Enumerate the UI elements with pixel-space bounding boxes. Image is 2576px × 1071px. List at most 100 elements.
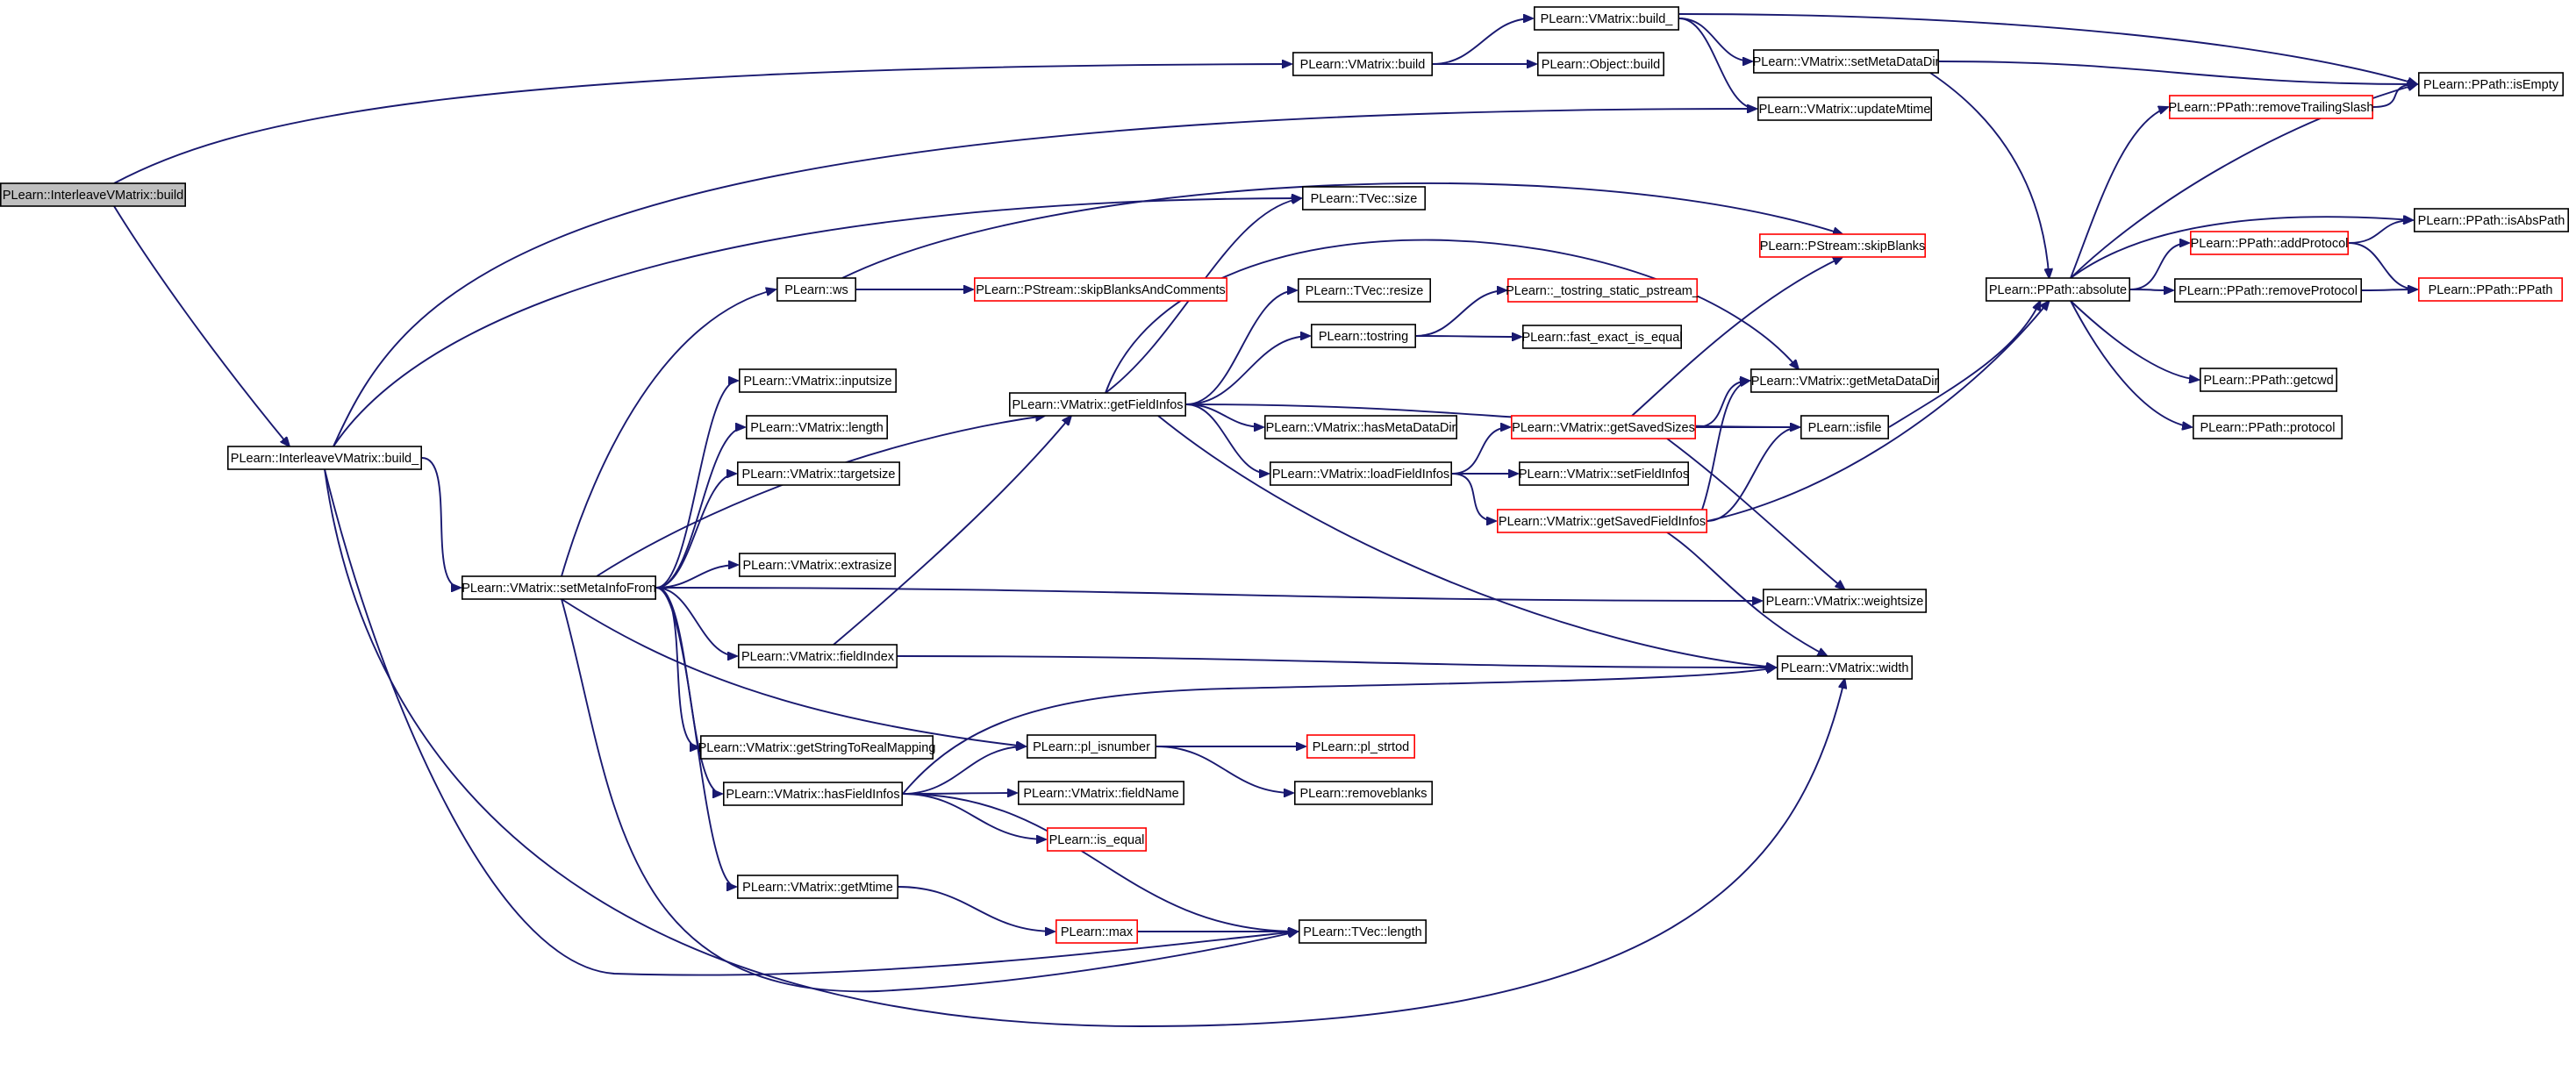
node-box[interactable] [745, 415, 888, 439]
node-width[interactable]: PLearn::VMatrix::width [1777, 655, 1914, 680]
node-box[interactable] [2190, 231, 2350, 255]
node-box[interactable] [226, 446, 422, 470]
node-box[interactable] [461, 575, 656, 600]
node-tvec_resize[interactable]: PLearn::TVec::resize [1298, 278, 1432, 303]
node-box[interactable] [0, 182, 186, 207]
node-obj_build[interactable]: PLearn::Object::build [1537, 52, 1665, 76]
node-box[interactable] [1299, 919, 1428, 944]
node-vm_build[interactable]: PLearn::VMatrix::build [1292, 52, 1434, 76]
node-isEmpty[interactable]: PLearn::PPath::isEmpty [2418, 72, 2565, 96]
node-fieldIndex[interactable]: PLearn::VMatrix::fieldIndex [737, 644, 898, 668]
node-is_equal[interactable]: PLearn::is_equal [1047, 827, 1148, 852]
node-updateMtime[interactable]: PLearn::VMatrix::updateMtime [1757, 96, 1933, 121]
node-getMtime[interactable]: PLearn::VMatrix::getMtime [736, 875, 898, 899]
node-box[interactable] [1800, 415, 1890, 439]
node-box[interactable] [1497, 509, 1708, 533]
node-box[interactable] [699, 735, 934, 760]
node-box[interactable] [1522, 325, 1683, 349]
node-box[interactable] [1511, 415, 1697, 439]
node-box[interactable] [1763, 589, 1928, 613]
node-box[interactable] [1986, 277, 2131, 302]
node-tostring_static[interactable]: PLearn::_tostring_static_pstream_ [1506, 278, 1700, 303]
node-box[interactable] [776, 277, 856, 302]
node-setMetaDataDir[interactable]: PLearn::VMatrix::setMetaDataDir [1753, 49, 1940, 74]
node-getStringToRealMapping[interactable]: PLearn::VMatrix::getStringToRealMapping [698, 735, 936, 760]
node-pl_strtod[interactable]: PLearn::pl_strtod [1306, 734, 1416, 759]
node-box[interactable] [2414, 208, 2570, 232]
node-fast_exact[interactable]: PLearn::fast_exact_is_equal [1522, 325, 1683, 349]
node-box[interactable] [1753, 49, 1940, 74]
node-getFieldInfos[interactable]: PLearn::VMatrix::getFieldInfos [1009, 392, 1187, 417]
node-inputsize[interactable]: PLearn::VMatrix::inputsize [738, 368, 897, 393]
node-skipBlanks[interactable]: PLearn::PStream::skipBlanks [1759, 233, 1927, 258]
node-isAbsPath[interactable]: PLearn::PPath::isAbsPath [2414, 208, 2570, 232]
node-hasMetaDataDir[interactable]: PLearn::VMatrix::hasMetaDataDir [1264, 415, 1458, 439]
node-vm_build_[interactable]: PLearn::VMatrix::build_ [1534, 6, 1680, 31]
node-tostring[interactable]: PLearn::tostring [1311, 324, 1417, 348]
node-box[interactable] [1306, 734, 1416, 759]
node-extrasize[interactable]: PLearn::VMatrix::extrasize [738, 553, 896, 577]
node-isfile[interactable]: PLearn::isfile [1800, 415, 1890, 439]
node-box[interactable] [1055, 919, 1139, 944]
node-fieldName[interactable]: PLearn::VMatrix::fieldName [1018, 781, 1185, 805]
node-box[interactable] [1264, 415, 1458, 439]
node-tvec_length[interactable]: PLearn::TVec::length [1299, 919, 1428, 944]
node-box[interactable] [1302, 186, 1427, 211]
node-box[interactable] [738, 553, 896, 577]
node-box[interactable] [974, 277, 1228, 302]
node-build_[interactable]: PLearn::InterleaveVMatrix::build_ [226, 446, 422, 470]
node-box[interactable] [737, 644, 898, 668]
node-box[interactable] [1009, 392, 1187, 417]
node-removeProtocol[interactable]: PLearn::PPath::removeProtocol [2174, 278, 2363, 303]
node-box[interactable] [1270, 461, 1453, 486]
node-box[interactable] [1298, 278, 1432, 303]
node-box[interactable] [2169, 95, 2374, 119]
node-box[interactable] [2193, 415, 2343, 439]
node-addProtocol[interactable]: PLearn::PPath::addProtocol [2190, 231, 2350, 255]
node-getSavedSizes[interactable]: PLearn::VMatrix::getSavedSizes [1511, 415, 1697, 439]
node-box[interactable] [736, 461, 900, 486]
node-box[interactable] [722, 782, 903, 806]
node-tvec_size[interactable]: PLearn::TVec::size [1302, 186, 1427, 211]
node-ws[interactable]: PLearn::ws [776, 277, 856, 302]
node-targetsize[interactable]: PLearn::VMatrix::targetsize [736, 461, 900, 486]
node-box[interactable] [1311, 324, 1417, 348]
node-setMetaInfoFrom[interactable]: PLearn::VMatrix::setMetaInfoFrom [461, 575, 656, 600]
node-box[interactable] [1537, 52, 1665, 76]
node-box[interactable] [1777, 655, 1914, 680]
node-getSavedFieldInfos[interactable]: PLearn::VMatrix::getSavedFieldInfos [1497, 509, 1708, 533]
node-getMetaDataDir[interactable]: PLearn::VMatrix::getMetaDataDir [1750, 368, 1940, 393]
node-setFieldInfos[interactable]: PLearn::VMatrix::setFieldInfos [1519, 461, 1690, 486]
node-vm_length[interactable]: PLearn::VMatrix::length [745, 415, 888, 439]
node-box[interactable] [1519, 461, 1690, 486]
node-box[interactable] [2418, 277, 2564, 302]
node-getcwd[interactable]: PLearn::PPath::getcwd [2200, 368, 2338, 392]
node-hasFieldInfos[interactable]: PLearn::VMatrix::hasFieldInfos [722, 782, 903, 806]
node-box[interactable] [738, 368, 897, 393]
node-box[interactable] [736, 875, 898, 899]
node-box[interactable] [1759, 233, 1927, 258]
node-box[interactable] [1047, 827, 1148, 852]
node-absolute[interactable]: PLearn::PPath::absolute [1986, 277, 2131, 302]
node-box[interactable] [2418, 72, 2565, 96]
node-loadFieldInfos[interactable]: PLearn::VMatrix::loadFieldInfos [1270, 461, 1453, 486]
node-box[interactable] [1757, 96, 1933, 121]
node-weightsize[interactable]: PLearn::VMatrix::weightsize [1763, 589, 1928, 613]
node-root[interactable]: PLearn::InterleaveVMatrix::build [0, 182, 186, 207]
node-box[interactable] [1507, 278, 1699, 303]
node-box[interactable] [2200, 368, 2338, 392]
node-box[interactable] [1027, 734, 1157, 759]
node-protocol[interactable]: PLearn::PPath::protocol [2193, 415, 2343, 439]
node-removeblanks[interactable]: PLearn::removeblanks [1294, 781, 1434, 805]
node-removeTrailingSlash[interactable]: PLearn::PPath::removeTrailingSlash [2169, 95, 2374, 119]
node-box[interactable] [1294, 781, 1434, 805]
node-box[interactable] [1292, 52, 1434, 76]
node-box[interactable] [2174, 278, 2363, 303]
node-skipBlanksAndComments[interactable]: PLearn::PStream::skipBlanksAndComments [974, 277, 1228, 302]
node-box[interactable] [1018, 781, 1185, 805]
node-max[interactable]: PLearn::max [1055, 919, 1139, 944]
node-pl_isnumber[interactable]: PLearn::pl_isnumber [1027, 734, 1157, 759]
node-PPath[interactable]: PLearn::PPath::PPath [2418, 277, 2564, 302]
node-box[interactable] [1750, 368, 1940, 393]
node-box[interactable] [1534, 6, 1680, 31]
